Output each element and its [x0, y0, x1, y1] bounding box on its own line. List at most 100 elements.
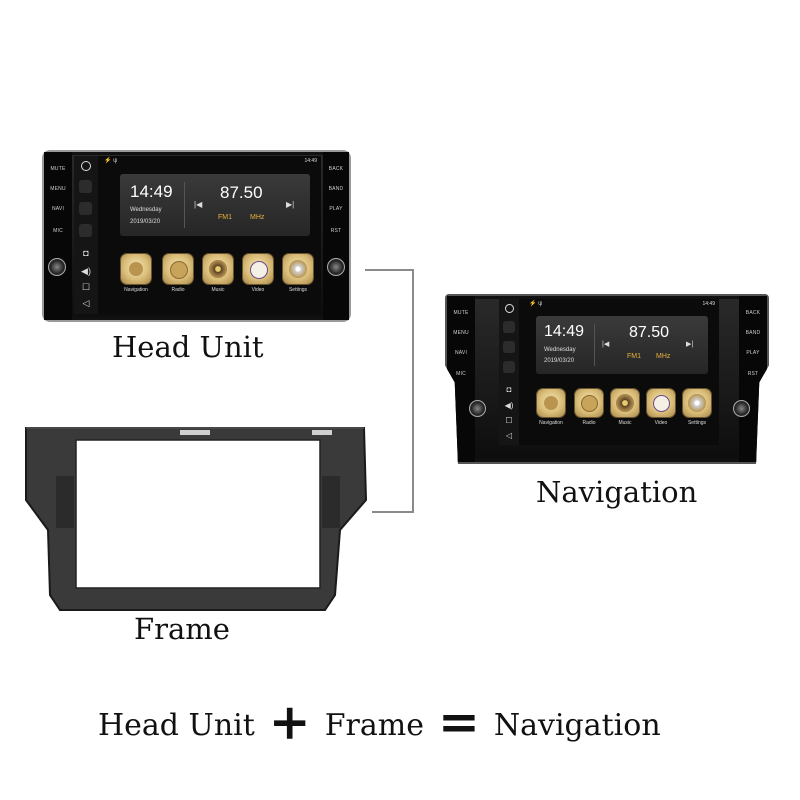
music-app-icon	[203, 254, 233, 284]
connector-bracket	[365, 269, 414, 513]
radio-frequency: 87.50	[220, 183, 263, 202]
equation-line: Head Unit + Frame = Navigation	[98, 692, 661, 751]
back-icon[interactable]: ◁	[82, 298, 90, 308]
date: 2019/03/20	[544, 358, 575, 364]
shortcut-slot[interactable]	[79, 224, 92, 237]
widget-divider	[184, 182, 185, 228]
clock-radio-widget[interactable]: 14:49 Wednesday 2019/03/20 |◀ 87.50 FM1 …	[120, 174, 310, 236]
back-icon[interactable]: ◁	[505, 431, 513, 440]
play-button[interactable]: PLAY	[329, 206, 343, 212]
app-label: Music	[618, 420, 632, 426]
music-app-icon	[611, 389, 639, 417]
navigation-app-icon	[121, 254, 151, 284]
frame-label: Frame	[134, 612, 230, 646]
camera-icon[interactable]: ◘	[506, 385, 512, 394]
shortcut-slot[interactable]	[503, 321, 515, 333]
volume-knob[interactable]	[469, 400, 486, 417]
clock-time: 14:49	[130, 182, 173, 201]
tune-knob[interactable]	[327, 258, 345, 276]
navi-button[interactable]: NAVI	[51, 206, 65, 212]
menu-button[interactable]: MENU	[50, 186, 66, 192]
date: 2019/03/20	[130, 219, 161, 225]
navigation-app-icon	[537, 389, 565, 417]
back-button[interactable]: BACK	[745, 310, 761, 316]
mic-label: MIC	[456, 371, 466, 377]
home-circle-icon[interactable]	[81, 161, 91, 171]
radio-band: FM1	[218, 214, 232, 221]
home-circle-icon[interactable]	[505, 304, 514, 313]
navi-button[interactable]: NAVI	[454, 350, 468, 356]
band-button[interactable]: BAND	[328, 186, 344, 192]
app-label: Navigation	[124, 287, 148, 293]
equation-head-unit: Head Unit	[98, 707, 255, 743]
radio-unit: MHz	[656, 353, 671, 360]
app-music[interactable]: Music	[607, 389, 643, 426]
mute-button[interactable]: MUTE	[453, 310, 469, 316]
app-label: Music	[211, 287, 225, 293]
usb-icon: ⚡ ψ	[104, 158, 118, 164]
equals-sign: =	[437, 692, 480, 751]
app-label: Video	[654, 420, 668, 426]
shortcut-slot[interactable]	[503, 341, 515, 353]
band-button[interactable]: BAND	[745, 330, 761, 336]
app-radio[interactable]: Radio	[571, 389, 607, 426]
radio-next-icon[interactable]: ▶|	[686, 341, 694, 348]
app-navigation[interactable]: Navigation	[531, 389, 571, 426]
settings-gear-icon	[283, 254, 313, 284]
app-radio[interactable]: Radio	[158, 254, 198, 293]
equation-navigation: Navigation	[493, 707, 661, 743]
app-video[interactable]: Video	[643, 389, 679, 426]
radio-prev-icon[interactable]: |◀	[602, 341, 610, 348]
video-app-icon	[243, 254, 273, 284]
video-app-icon	[647, 389, 675, 417]
radio-prev-icon[interactable]: |◀	[194, 200, 203, 209]
app-settings[interactable]: Settings	[679, 389, 715, 426]
shortcut-slot[interactable]	[79, 202, 92, 215]
play-button[interactable]: PLAY	[746, 350, 760, 356]
radio-unit: MHz	[250, 214, 265, 221]
right-button-panel: BACK BAND PLAY RST	[733, 296, 767, 462]
volume-icon[interactable]: ◀)	[504, 401, 514, 410]
tune-knob[interactable]	[733, 400, 750, 417]
shortcut-slot[interactable]	[503, 361, 515, 373]
rst-label: RST	[330, 228, 342, 234]
settings-gear-icon	[683, 389, 711, 417]
radio-next-icon[interactable]: ▶|	[286, 200, 295, 209]
radio-band: FM1	[627, 353, 641, 360]
status-bar: ⚡ ψ 14:49	[499, 299, 719, 308]
camera-icon[interactable]: ◘	[83, 248, 89, 258]
radio-app-icon	[163, 254, 193, 284]
status-bar: ⚡ ψ 14:49	[74, 156, 321, 166]
widget-divider	[594, 324, 595, 366]
plus-sign: +	[268, 692, 311, 751]
clock-time: 14:49	[544, 323, 585, 340]
mic-label: MIC	[53, 228, 63, 234]
back-button[interactable]: BACK	[328, 166, 344, 172]
clock-radio-widget[interactable]: 14:49 Wednesday 2019/03/20 |◀ 87.50 FM1 …	[536, 316, 708, 374]
shortcut-slot[interactable]	[79, 180, 92, 193]
app-navigation[interactable]: Navigation	[114, 254, 158, 293]
status-time: 14:49	[304, 158, 317, 164]
right-button-panel: BACK BAND PLAY RST	[323, 152, 349, 320]
recent-apps-icon[interactable]: ☐	[81, 282, 91, 292]
app-label: Video	[251, 287, 265, 293]
volume-icon[interactable]: ◀)	[81, 266, 91, 276]
radio-app-icon	[575, 389, 603, 417]
navigation-label: Navigation	[536, 475, 698, 509]
app-video[interactable]: Video	[238, 254, 278, 293]
rst-label: RST	[747, 371, 759, 377]
head-unit-device: MUTE MENU NAVI MIC BACK BAND PLAY RST ⚡ …	[42, 150, 351, 322]
app-label: Radio	[171, 287, 185, 293]
left-button-panel: MUTE MENU NAVI MIC	[44, 152, 72, 320]
device-screen: ⚡ ψ 14:49 ◘ ◀) ☐ ◁ 14:49 Wednesday 2019/…	[499, 299, 719, 445]
volume-knob[interactable]	[48, 258, 66, 276]
app-music[interactable]: Music	[198, 254, 238, 293]
mute-button[interactable]: MUTE	[50, 166, 66, 172]
app-settings[interactable]: Settings	[278, 254, 318, 293]
app-label: Settings	[687, 420, 707, 426]
device-screen: ⚡ ψ 14:49 ◘ ◀) ☐ ◁ 14:49 Wednesday 2019/…	[74, 156, 321, 314]
menu-button[interactable]: MENU	[453, 330, 469, 336]
nav-column: ◘ ◀) ☐ ◁	[499, 299, 519, 445]
recent-apps-icon[interactable]: ☐	[505, 416, 513, 425]
app-label: Radio	[582, 420, 596, 426]
